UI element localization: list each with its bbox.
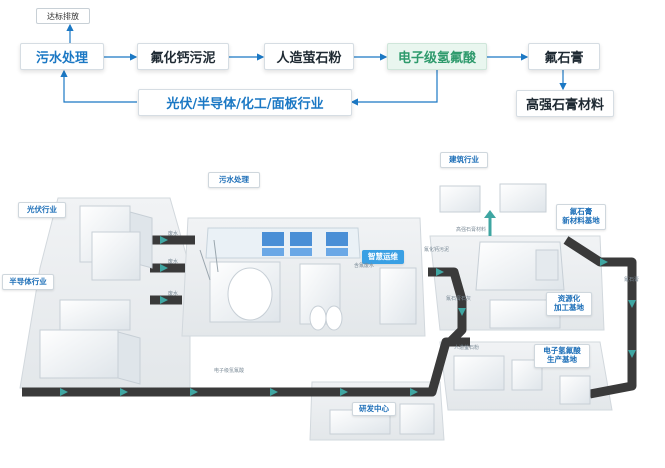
pv-buildings xyxy=(59,205,153,331)
label-semi: 半导体行业 xyxy=(2,274,54,290)
node-hf-acid: 电子级氢氟酸 xyxy=(387,43,487,70)
discharge-label: 达标排放 xyxy=(36,8,90,24)
label-gypsum-base: 氟石膏 新材料基地 xyxy=(556,204,606,230)
flow-connectors xyxy=(60,23,567,106)
label-recycle-base: 资源化 加工基地 xyxy=(546,292,592,316)
road-label-waste: 含氟废水 xyxy=(354,263,375,269)
road-label-bottom: 电子级氢氟酸 xyxy=(214,368,245,374)
node-gypsum: 氟石膏 xyxy=(528,43,600,70)
node-sludge: 氟化钙污泥 xyxy=(137,43,229,70)
road-label-building: 高强石膏材料 xyxy=(456,227,487,233)
node-wastewater: 污水处理 xyxy=(20,43,104,70)
road-label-sludge: 氟化钙污泥 xyxy=(424,247,450,253)
node-industry: 光伏/半导体/化工/面板行业 xyxy=(138,89,352,116)
road-label-pipe1: 废水 xyxy=(168,231,179,237)
road-arrows xyxy=(60,236,636,396)
wastewater-plant xyxy=(199,227,417,331)
node-gypsum-material: 高强石膏材料 xyxy=(516,90,614,117)
label-construction: 建筑行业 xyxy=(440,152,488,168)
label-rnd: 研发中心 xyxy=(352,402,396,416)
semi-buildings xyxy=(39,329,141,385)
road-label-cement: 氟石膏石灰 xyxy=(446,296,472,302)
road-label-right: 氟石膏 xyxy=(624,277,640,283)
road-label-fluorite: 人造萤石粉 xyxy=(454,345,480,351)
label-smart-ops: 智慧运维 xyxy=(362,250,404,264)
label-pv: 光伏行业 xyxy=(18,202,66,218)
label-hf-base: 电子氢氟酸 生产基地 xyxy=(534,344,590,368)
road-label-pipe2: 废水 xyxy=(168,259,179,265)
construction-buildings xyxy=(439,183,547,213)
gypsum-base-building xyxy=(475,241,565,291)
node-fluorite: 人造萤石粉 xyxy=(264,43,354,70)
road-label-pipe3: 废水 xyxy=(168,291,179,297)
label-wastewater: 污水处理 xyxy=(208,172,260,188)
